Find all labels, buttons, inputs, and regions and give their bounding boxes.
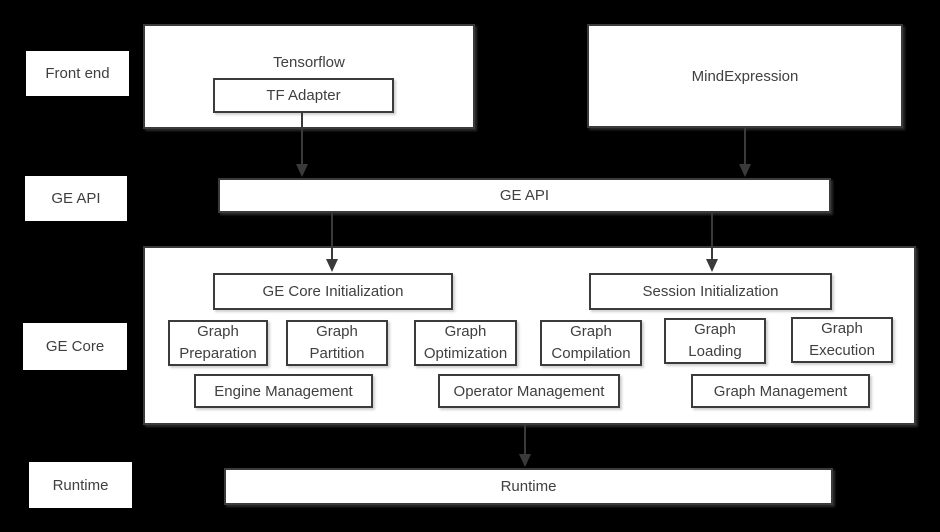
arrow-head-icon — [296, 164, 308, 177]
arrow-head-icon — [519, 454, 531, 467]
ge-core-initialization-box: GE Core Initialization — [213, 273, 453, 310]
graph-management-label: Graph Management — [713, 382, 848, 400]
arrow-shaft — [744, 128, 746, 164]
runtime-bar: Runtime — [224, 468, 833, 505]
graph-execution-box: Graph Execution — [791, 317, 893, 363]
graph-execution-line1: Graph — [821, 320, 863, 337]
graph-management-box: Graph Management — [691, 374, 870, 408]
graph-loading-box: Graph Loading — [664, 318, 766, 364]
runtime-label: Runtime — [500, 478, 557, 495]
arrow-gecore-to-runtime — [519, 425, 531, 467]
graph-partition-line2: Partition — [309, 345, 365, 362]
arrow-head-icon — [706, 259, 718, 272]
tf-adapter-label: TF Adapter — [266, 87, 341, 104]
row-label-front-end: Front end — [26, 51, 129, 96]
graph-preparation-line1: Graph — [197, 323, 239, 340]
row-label-ge-core: GE Core — [23, 323, 127, 370]
engine-management-label: Engine Management — [214, 382, 353, 400]
arrow-head-icon — [739, 164, 751, 177]
ge-api-label: GE API — [499, 187, 550, 204]
row-label-runtime: Runtime — [29, 462, 132, 508]
arrow-head-icon — [326, 259, 338, 272]
arrow-mindexpression-to-geapi — [739, 128, 751, 177]
ge-core-initialization-label: GE Core Initialization — [262, 283, 404, 300]
tensorflow-box: Tensorflow — [143, 24, 475, 129]
graph-optimization-box: Graph Optimization — [414, 320, 517, 366]
graph-partition-line1: Graph — [316, 323, 358, 340]
graph-preparation-line2: Preparation — [179, 345, 257, 362]
tensorflow-label: Tensorflow — [273, 54, 345, 71]
arrow-shaft — [711, 213, 713, 259]
graph-compilation-line2: Compilation — [551, 345, 631, 362]
session-initialization-box: Session Initialization — [589, 273, 832, 310]
graph-execution-line2: Execution — [809, 342, 875, 359]
graph-partition-box: Graph Partition — [286, 320, 388, 366]
row-label-ge-api: GE API — [25, 176, 127, 221]
arrow-shaft — [331, 213, 333, 259]
mindexpression-box: MindExpression — [587, 24, 903, 128]
graph-optimization-line1: Graph — [444, 323, 487, 340]
graph-compilation-line1: Graph — [570, 323, 612, 340]
graph-loading-line1: Graph — [694, 321, 736, 338]
session-initialization-label: Session Initialization — [642, 283, 779, 300]
tf-adapter-box: TF Adapter — [213, 78, 394, 113]
arrow-shaft — [524, 425, 526, 454]
graph-optimization-line2: Optimization — [423, 345, 508, 362]
arrow-geapi-to-gecore-init — [326, 213, 338, 272]
engine-management-box: Engine Management — [194, 374, 373, 408]
arrow-tfadapter-to-geapi — [296, 113, 308, 177]
ge-api-bar: GE API — [218, 178, 831, 213]
graph-compilation-box: Graph Compilation — [540, 320, 642, 366]
arrow-geapi-to-session-init — [706, 213, 718, 272]
graph-preparation-box: Graph Preparation — [168, 320, 268, 366]
operator-management-label: Operator Management — [453, 382, 605, 400]
operator-management-box: Operator Management — [438, 374, 620, 408]
arrow-shaft — [301, 113, 303, 164]
graph-loading-line2: Loading — [688, 343, 742, 360]
mindexpression-label: MindExpression — [691, 67, 799, 85]
